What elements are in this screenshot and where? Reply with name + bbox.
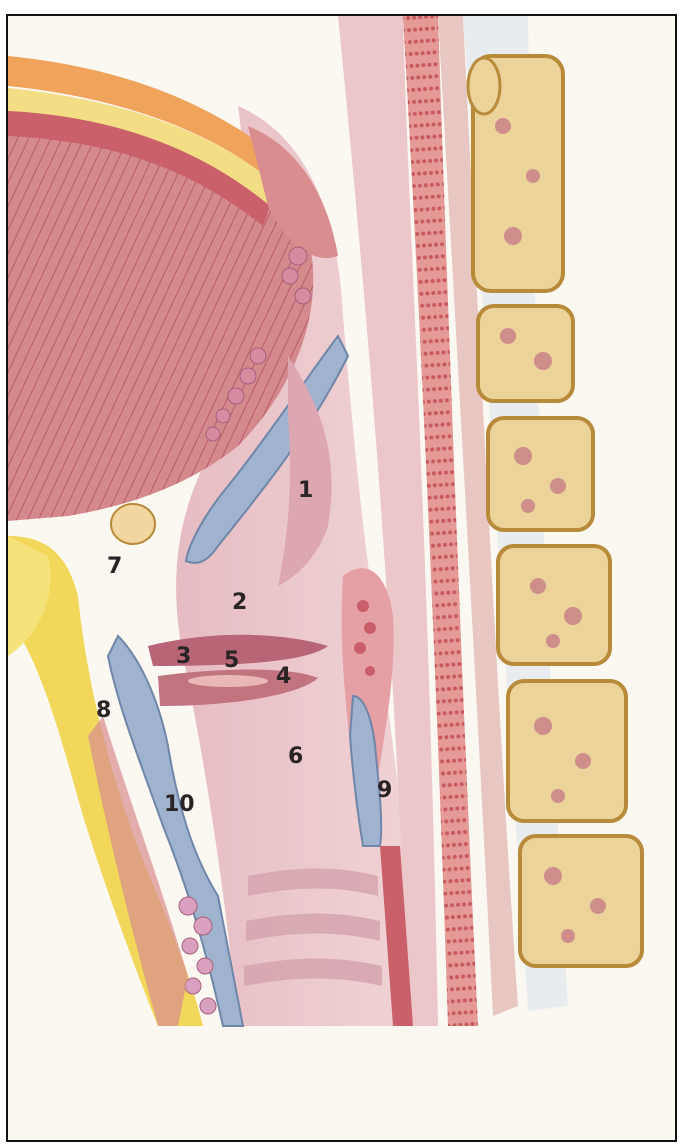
label-9: 9 — [377, 780, 392, 802]
label-6: 6 — [288, 746, 303, 768]
label-3: 3 — [176, 646, 191, 668]
label-5: 5 — [224, 650, 239, 672]
label-4: 4 — [276, 666, 291, 688]
label-7: 7 — [107, 556, 122, 578]
label-1: 1 — [298, 480, 313, 502]
figure-frame: 1 2 3 5 4 6 7 8 9 10 — [6, 14, 677, 1142]
label-10: 10 — [164, 794, 195, 816]
larynx-sagittal-illustration — [8, 16, 677, 1142]
label-2: 2 — [232, 592, 247, 614]
label-8: 8 — [96, 700, 111, 722]
